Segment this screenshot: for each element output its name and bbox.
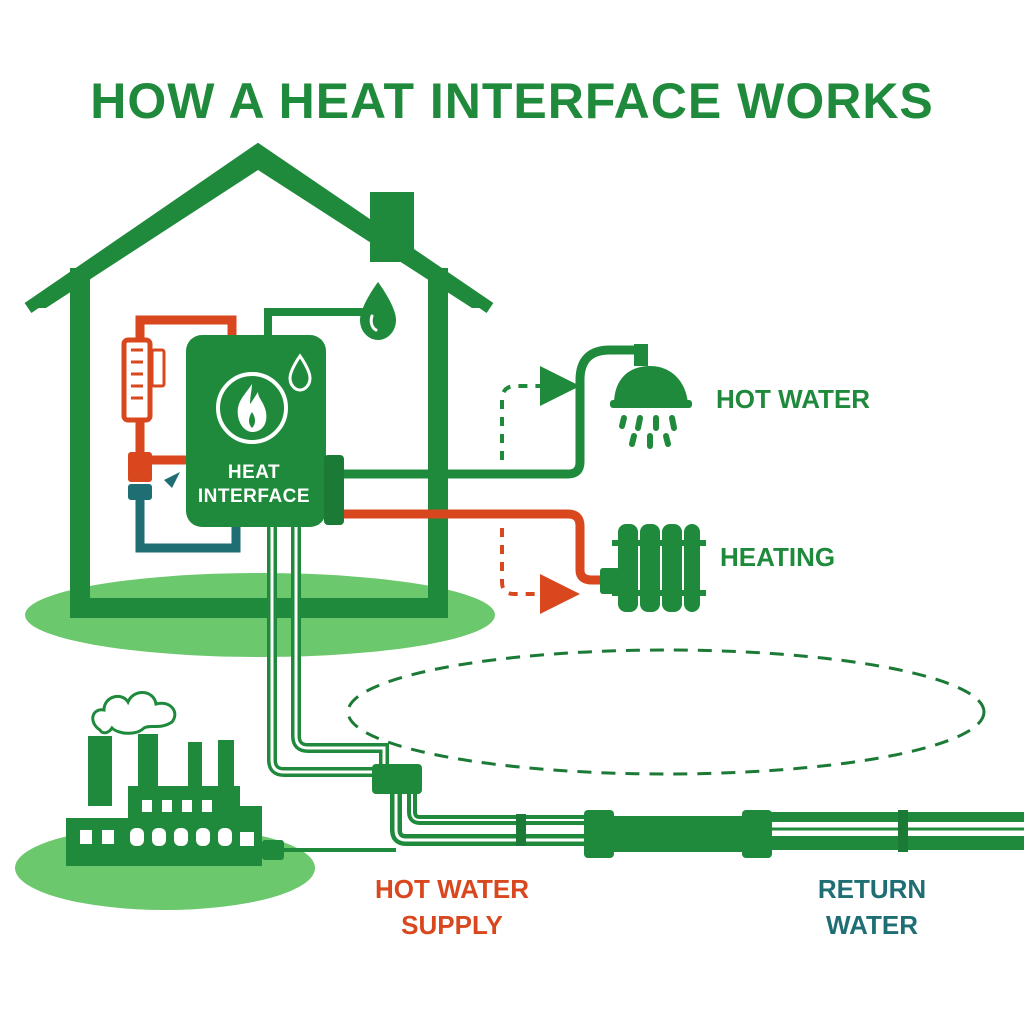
- main-network-pipes: [282, 764, 1024, 858]
- diagram-title: HOW A HEAT INTERFACE WORKS: [90, 73, 934, 129]
- house-icon: [24, 142, 494, 618]
- return-label-line2: WATER: [826, 910, 918, 940]
- internal-pipes: [135, 308, 366, 553]
- water-drop-icon: [360, 282, 396, 340]
- heating-label: HEATING: [720, 542, 835, 572]
- heat-interface-label-line2: INTERFACE: [198, 486, 310, 507]
- return-label-line1: RETURN: [818, 874, 926, 904]
- supply-label-line1: HOT WATER: [375, 874, 529, 904]
- hot-water-pipe: [344, 345, 640, 479]
- factory-icon: [66, 734, 284, 866]
- heat-interface-label-line1: HEAT: [228, 462, 280, 483]
- heating-pipe: [344, 509, 614, 614]
- network-riser-pipes: [267, 527, 389, 777]
- supply-label-line2: SUPPLY: [401, 910, 503, 940]
- hot-water-label: HOT WATER: [716, 384, 870, 414]
- smoke-cloud-icon: [91, 691, 177, 735]
- network-loop: [346, 648, 986, 776]
- heat-interface-unit: HEAT INTERFACE: [186, 335, 344, 527]
- gauge-icon: [121, 337, 180, 500]
- radiator-icon: [600, 524, 706, 612]
- shower-head-icon: [610, 344, 692, 449]
